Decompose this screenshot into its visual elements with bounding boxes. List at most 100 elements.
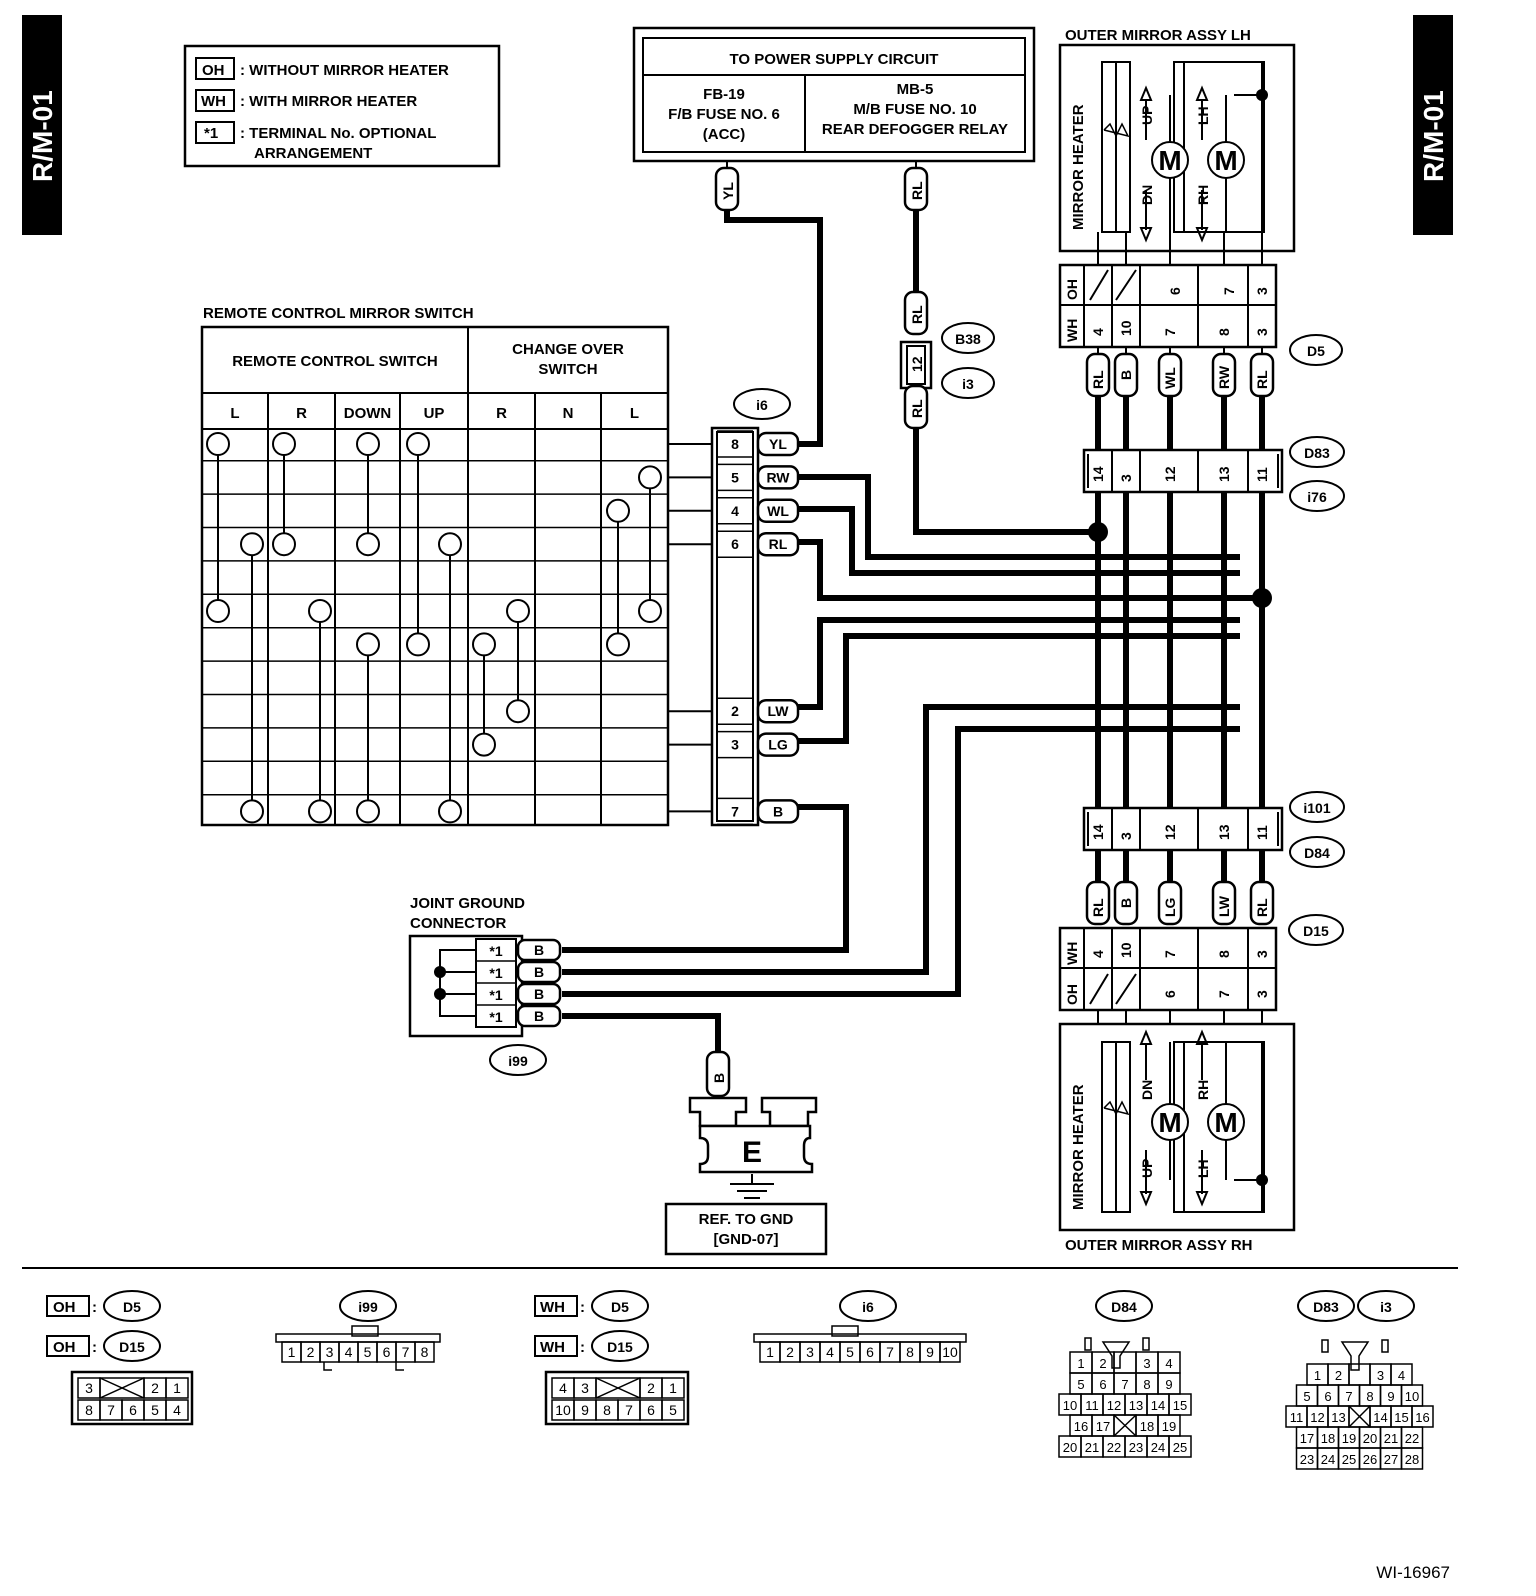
wire-tag-rl-mid: RL	[903, 290, 929, 336]
svg-text:D15: D15	[119, 1339, 145, 1355]
i6-pin-5: 5	[731, 469, 739, 485]
tag-d5: D5	[1307, 343, 1325, 359]
svg-text:4: 4	[173, 1402, 181, 1418]
switch-contact	[308, 799, 332, 824]
svg-text:i6: i6	[862, 1299, 874, 1315]
svg-text:10: 10	[555, 1402, 571, 1418]
switch-col-4: R	[496, 405, 507, 422]
svg-text:6: 6	[129, 1402, 137, 1418]
svg-text:1: 1	[766, 1344, 774, 1360]
switch-contact	[356, 432, 380, 456]
i6-pin-2: 2	[731, 703, 739, 719]
svg-text:2: 2	[786, 1344, 794, 1360]
svg-text:8: 8	[906, 1344, 914, 1360]
switch-contact	[506, 599, 530, 623]
svg-text:4: 4	[559, 1380, 567, 1396]
svg-text:16: 16	[1074, 1419, 1088, 1434]
svg-text:22: 22	[1405, 1431, 1419, 1446]
switch-contact	[272, 432, 296, 456]
svg-text:6: 6	[383, 1344, 391, 1360]
svg-text:20: 20	[1363, 1431, 1377, 1446]
d5-wire-color: WL	[1162, 367, 1178, 389]
i6-pin-3: 3	[731, 737, 739, 753]
svg-text:7: 7	[1162, 328, 1178, 336]
jgc-pin: *1	[489, 1009, 502, 1025]
svg-text:7: 7	[402, 1344, 410, 1360]
jgc-pin: *1	[489, 965, 502, 981]
svg-text:M: M	[1158, 145, 1181, 176]
i6-wire-tag	[756, 431, 800, 457]
switch-contact	[272, 532, 296, 557]
svg-text:1: 1	[1314, 1368, 1321, 1383]
d5-wire-color: B	[1118, 370, 1134, 380]
tag-i3: i3	[962, 376, 974, 392]
i6-wire-tag	[756, 465, 800, 490]
svg-text:12: 12	[1107, 1398, 1121, 1413]
jgc-title-2: CONNECTOR	[410, 915, 507, 932]
svg-text:10: 10	[1118, 942, 1134, 958]
svg-text:5: 5	[151, 1402, 159, 1418]
legend-text-star1-line2: ARRANGEMENT	[254, 145, 372, 162]
svg-text:12: 12	[1162, 466, 1178, 482]
svg-text:3: 3	[1254, 950, 1270, 958]
svg-text:13: 13	[1331, 1410, 1345, 1425]
svg-text:7: 7	[1162, 950, 1178, 958]
svg-text:OH: OH	[1064, 984, 1080, 1005]
svg-text:17: 17	[1096, 1419, 1110, 1434]
switch-rcs-label: REMOTE CONTROL SWITCH	[232, 353, 438, 370]
svg-text:17: 17	[1300, 1431, 1314, 1446]
svg-text:20: 20	[1063, 1440, 1077, 1455]
legend-code-oh: OH	[202, 62, 225, 79]
svg-text:OH: OH	[1064, 279, 1080, 300]
svg-text:4: 4	[1398, 1368, 1405, 1383]
svg-text:3: 3	[1118, 474, 1134, 482]
svg-text:6: 6	[1324, 1389, 1331, 1404]
switch-contact	[506, 699, 530, 724]
switch-contact	[606, 632, 630, 657]
outer-mirror-rh: MIRROR HEATER M M DN UP RH LH OUTER MIRR…	[1058, 1010, 1296, 1254]
svg-text:23: 23	[1129, 1440, 1143, 1455]
legend-text-oh: : WITHOUT MIRROR HEATER	[240, 62, 449, 79]
svg-text:21: 21	[1384, 1431, 1398, 1446]
svg-text:11: 11	[1290, 1410, 1304, 1425]
svg-text:4: 4	[1090, 950, 1106, 958]
svg-text:RL: RL	[909, 181, 925, 200]
jgc-pin: *1	[489, 987, 502, 1003]
outer-mirror-lh: OUTER MIRROR ASSY LH MIRROR HEATER M M U…	[1058, 27, 1296, 253]
svg-text:12: 12	[1310, 1410, 1324, 1425]
power-right-3: REAR DEFOGGER RELAY	[822, 121, 1008, 138]
svg-text:2: 2	[1099, 1356, 1106, 1371]
svg-text:i99: i99	[358, 1299, 378, 1315]
power-right-1: MB-5	[897, 81, 934, 98]
svg-text:3: 3	[85, 1380, 93, 1396]
svg-text:M: M	[1214, 1107, 1237, 1138]
svg-text:D5: D5	[611, 1299, 629, 1315]
tag-i76: i76	[1307, 489, 1327, 505]
power-supply-box: TO POWER SUPPLY CIRCUIT FB-19 F/B FUSE N…	[632, 26, 1036, 163]
svg-text:28: 28	[1405, 1452, 1419, 1467]
svg-text:4: 4	[345, 1344, 353, 1360]
junction-dot-rl2	[1252, 588, 1272, 608]
i6-wire-color: B	[773, 803, 783, 819]
svg-text:11: 11	[1254, 467, 1270, 482]
svg-text:8: 8	[421, 1344, 429, 1360]
svg-text:16: 16	[1415, 1410, 1429, 1425]
switch-contact	[308, 599, 332, 623]
svg-text:19: 19	[1342, 1431, 1356, 1446]
svg-text:12: 12	[909, 356, 925, 372]
jgc-title-1: JOINT GROUND	[410, 895, 525, 912]
svg-text:8: 8	[1216, 328, 1232, 336]
svg-text:2: 2	[647, 1380, 655, 1396]
i6-wire-tag	[756, 498, 800, 524]
wire-tag-rl-low: RL	[903, 384, 929, 430]
svg-text:18: 18	[1140, 1419, 1154, 1434]
svg-text:D15: D15	[607, 1339, 633, 1355]
tag-b38: B38	[955, 331, 981, 347]
svg-text:10: 10	[1063, 1398, 1077, 1413]
svg-text:3: 3	[1143, 1356, 1150, 1371]
power-title: TO POWER SUPPLY CIRCUIT	[730, 51, 939, 68]
switch-col-1: R	[296, 405, 307, 422]
